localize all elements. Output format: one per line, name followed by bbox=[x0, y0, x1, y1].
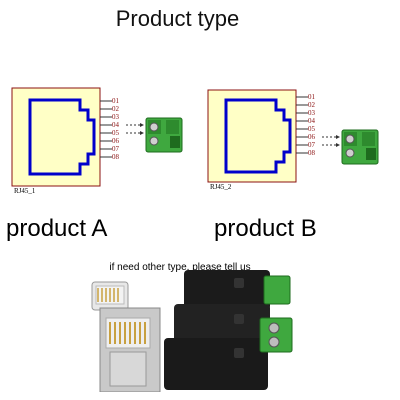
diagram-name: RJ45_2 bbox=[210, 183, 232, 191]
pin-label: 04 bbox=[308, 117, 316, 125]
jack-outline bbox=[224, 98, 292, 174]
pin-label: 08 bbox=[112, 153, 120, 161]
jack-outline bbox=[28, 98, 96, 176]
pin-label: 01 bbox=[112, 97, 120, 105]
pin-label: 02 bbox=[308, 101, 316, 109]
pin-label: 05 bbox=[112, 129, 120, 137]
rj45-diagram-a: 01 02 03 04 05 06 07 08 RJ45_1 bbox=[11, 87, 183, 195]
pin-label: 05 bbox=[308, 125, 316, 133]
contact-note: if need other type, please tell us bbox=[109, 262, 251, 273]
arrow-icon bbox=[140, 123, 144, 127]
dashed-arrows bbox=[322, 136, 336, 146]
arrow-icon bbox=[336, 135, 340, 139]
page-title: Product type bbox=[115, 6, 240, 31]
pin-label: 03 bbox=[308, 109, 316, 117]
pin-label: 04 bbox=[112, 121, 120, 129]
jack-body bbox=[11, 87, 101, 187]
pin-label: 01 bbox=[308, 93, 316, 101]
rj45-plug-icon bbox=[91, 281, 161, 392]
pin-label: 03 bbox=[112, 113, 120, 121]
pin-label: 02 bbox=[112, 105, 120, 113]
product-photo bbox=[91, 270, 293, 392]
product-a-label: product A bbox=[6, 215, 108, 242]
product-b-label: product B bbox=[214, 215, 317, 242]
terminal-block-icon bbox=[145, 117, 183, 153]
diagram-name: RJ45_1 bbox=[14, 187, 36, 195]
green-terminal-icon bbox=[259, 275, 293, 353]
pin-label: 08 bbox=[308, 149, 316, 157]
black-housing-icon bbox=[164, 270, 270, 390]
dashed-arrows bbox=[126, 124, 140, 134]
pin-label: 06 bbox=[308, 133, 316, 141]
pin-lines bbox=[100, 100, 112, 158]
rj45-diagram-b: 01 02 03 04 05 06 07 08 RJ45_2 bbox=[207, 89, 379, 191]
jack-body bbox=[207, 89, 297, 183]
pin-lines bbox=[296, 96, 308, 154]
terminal-block-icon bbox=[341, 129, 379, 165]
pin-label: 07 bbox=[308, 141, 316, 149]
pin-label: 07 bbox=[112, 145, 120, 153]
arrow-icon bbox=[336, 143, 340, 147]
pin-label: 06 bbox=[112, 137, 120, 145]
arrow-icon bbox=[140, 131, 144, 135]
